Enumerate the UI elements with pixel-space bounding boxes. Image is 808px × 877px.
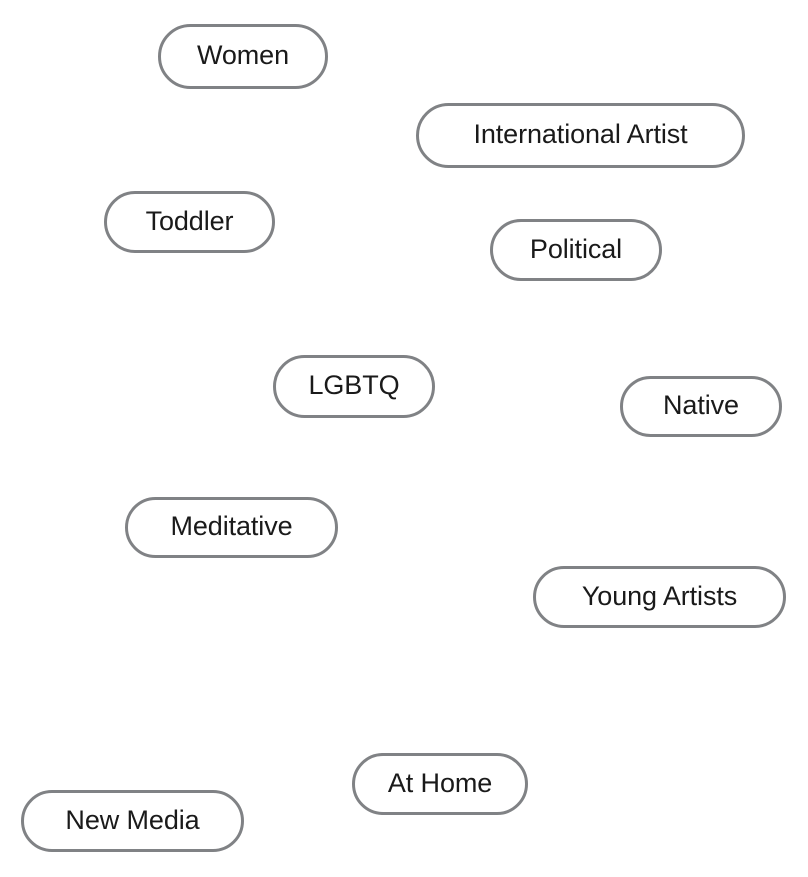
tag-pill-political[interactable]: Political	[490, 219, 662, 281]
tag-pill-young-artists[interactable]: Young Artists	[533, 566, 786, 628]
tag-pill-label: Meditative	[170, 511, 293, 541]
tag-pill-lgbtq[interactable]: LGBTQ	[273, 355, 435, 418]
tag-pill-label: Young Artists	[581, 580, 738, 611]
tag-pill-label: Political	[529, 233, 623, 264]
tag-pill-label: Women	[196, 40, 290, 70]
tag-pill-label: At Home	[387, 767, 493, 798]
tag-pill-native[interactable]: Native	[620, 376, 782, 437]
tag-pill-label: New Media	[65, 804, 200, 835]
tag-pill-toddler[interactable]: Toddler	[104, 191, 275, 253]
tag-pill-label: Native	[663, 390, 739, 420]
tag-pill-international-artist[interactable]: International Artist	[416, 103, 745, 168]
tag-pill-label: Toddler	[145, 205, 234, 236]
tag-pill-label: LGBTQ	[308, 370, 400, 400]
tag-pill-label: International Artist	[473, 119, 688, 149]
tag-pill-new-media[interactable]: New Media	[21, 790, 244, 852]
tag-pill-meditative[interactable]: Meditative	[125, 497, 338, 558]
tag-pill-women[interactable]: Women	[158, 24, 328, 89]
tag-pill-at-home[interactable]: At Home	[352, 753, 528, 815]
